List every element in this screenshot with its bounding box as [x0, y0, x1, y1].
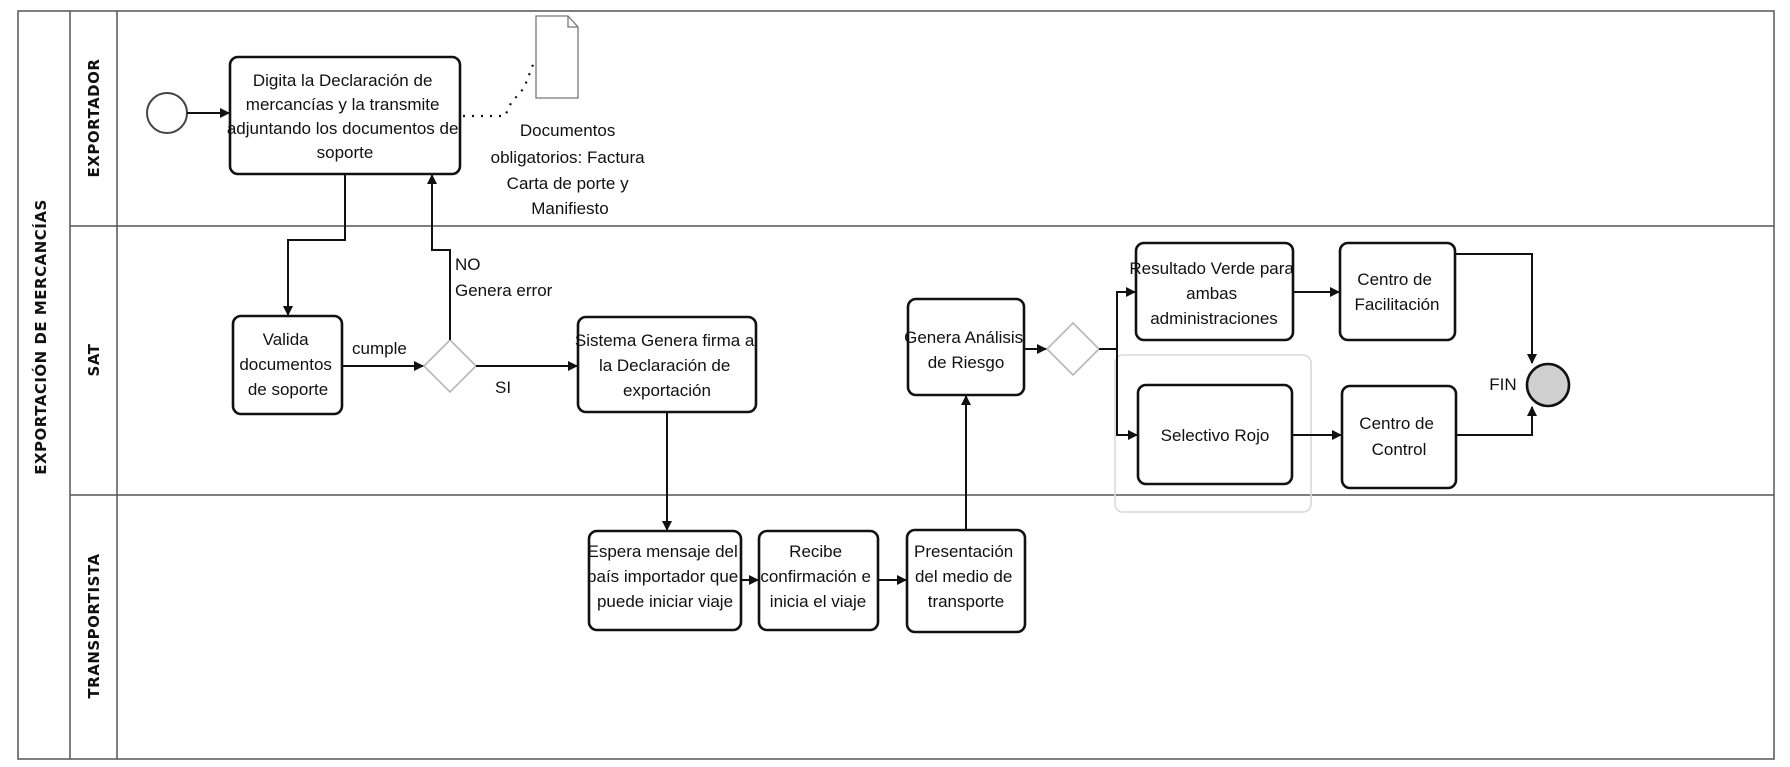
association-line — [463, 61, 536, 118]
gateway-cumple — [422, 338, 478, 394]
edge-label-cumple: cumple — [352, 339, 407, 358]
svg-text:Selectivo Rojo: Selectivo Rojo — [1161, 426, 1270, 445]
svg-text:Digita la Declaración de: Digita la Declaración de mercancías y la… — [227, 71, 463, 162]
task-firma: Sistema Genera firma a la Declaración de… — [575, 315, 759, 414]
start-event — [146, 92, 188, 134]
end-event-label: FIN — [1489, 375, 1516, 394]
svg-text:Sistema Genera firma a l: Sistema Genera firma a la Declaración de… — [575, 331, 759, 400]
pool-title: EXPORTACIÓN DE MERCANCÍAS — [31, 199, 50, 475]
document-fold — [567, 16, 578, 28]
task-rojo: Selectivo Rojo — [1136, 383, 1294, 486]
task-presentacion: Presentación del medio de transporte — [905, 528, 1027, 634]
lane-label-sat: SAT — [85, 343, 103, 376]
svg-text:Valida documentos: Valida documentos de soporte — [239, 330, 336, 399]
svg-text:Resultado Verde para amb: Resultado Verde para ambas administracio… — [1129, 259, 1298, 328]
flow-control-fin — [1456, 406, 1537, 436]
edge-label-no: NO — [455, 255, 481, 274]
task-analisis: Genera Análisis de Riesgo — [904, 297, 1028, 397]
task-valida: Valida documentos de soporte — [231, 314, 344, 416]
task-control: Centro de Control — [1340, 384, 1458, 490]
task-digita: Digita la Declaración de mercancías y la… — [227, 55, 463, 176]
lane-label-transportista: TRANSPORTISTA — [85, 553, 103, 698]
group-box — [1114, 354, 1312, 513]
lane-label-exportador: EXPORTADOR — [85, 59, 103, 178]
svg-text:Centro de Control: Centro de Control — [1359, 414, 1438, 459]
task-facilitacion: Centro de Facilitación — [1338, 241, 1457, 342]
svg-text:Presentación del medio d: Presentación del medio de transporte — [914, 542, 1018, 611]
gateway-riesgo — [1045, 321, 1101, 377]
flow-facilitacion-fin — [1455, 253, 1537, 364]
svg-text:Espera mensaje del país: Espera mensaje del país importador que p… — [587, 542, 743, 611]
svg-text:Centro de Facilitación: Centro de Facilitación — [1354, 270, 1439, 314]
flow-digita-valida — [283, 174, 346, 316]
svg-text:Genera Análisis de Riesg: Genera Análisis de Riesgo — [904, 328, 1028, 372]
flow-gateway-rojo — [1099, 348, 1138, 440]
task-verde: Resultado Verde para ambas administracio… — [1129, 241, 1298, 342]
edge-label-si: SI — [495, 378, 511, 397]
document-artifact-icon — [535, 15, 579, 99]
svg-text:Recibe confirmación e: Recibe confirmación e inicia el viaje — [760, 542, 875, 611]
task-recibe: Recibe confirmación e inicia el viaje — [757, 529, 880, 632]
flow-gateway-no — [427, 174, 451, 340]
edge-label-genera-error: Genera error — [455, 281, 553, 300]
document-artifact-label: Documentos obligatorios: Factura Carta d… — [491, 121, 650, 218]
end-event — [1525, 362, 1571, 408]
task-espera: Espera mensaje del país importador que p… — [587, 529, 743, 632]
